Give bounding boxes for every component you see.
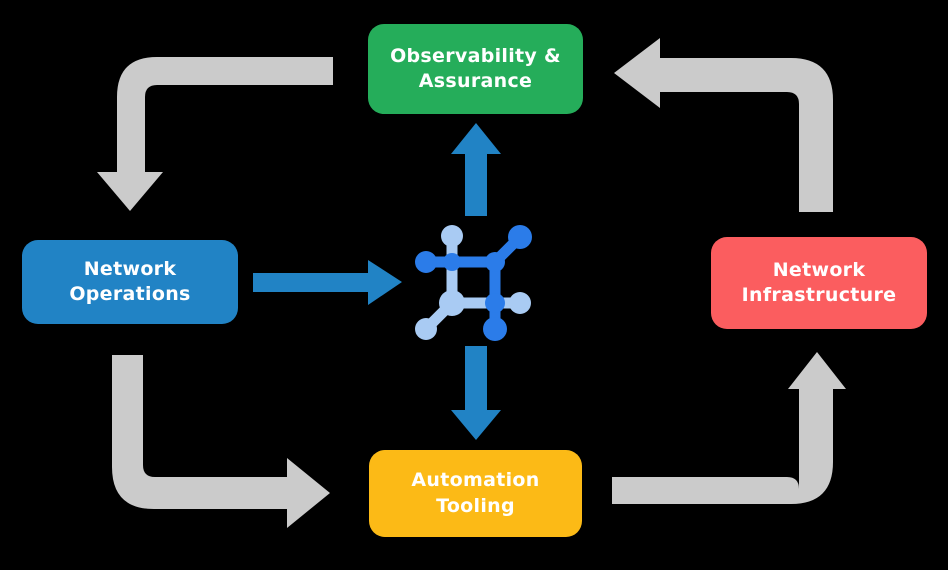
flow-arrow-operations-to-center xyxy=(253,260,402,305)
network-fabric-icon-light-nodes xyxy=(415,225,531,340)
flow-arrow-center-to-automation xyxy=(451,346,501,440)
node-observability-label-line1: Observability & xyxy=(390,44,561,67)
node-infrastructure: Network Infrastructure xyxy=(711,237,927,329)
node-operations-label-line1: Network xyxy=(83,257,177,280)
cycle-arrow-infrastructure-to-observability xyxy=(614,38,833,212)
node-infrastructure-label-line2: Infrastructure xyxy=(741,284,897,306)
node-operations: Network Operations xyxy=(22,240,238,324)
node-automation-label-line2: Tooling xyxy=(436,494,515,517)
node-infrastructure-label-line1: Network xyxy=(772,258,866,281)
flow-arrow-center-to-observability xyxy=(451,123,501,216)
network-fabric-icon-dark-nodes xyxy=(415,225,532,341)
cycle-arrow-observability-to-operations xyxy=(97,57,333,211)
node-automation: Automation Tooling xyxy=(369,450,582,537)
node-operations-label-line2: Operations xyxy=(69,283,191,305)
network-fabric-icon xyxy=(415,225,532,341)
cycle-arrow-automation-to-infrastructure xyxy=(612,352,846,504)
node-observability: Observability & Assurance xyxy=(368,24,583,114)
node-observability-label-line2: Assurance xyxy=(418,70,533,92)
node-automation-label-line1: Automation xyxy=(411,469,540,492)
cycle-arrow-operations-to-automation xyxy=(112,355,330,528)
